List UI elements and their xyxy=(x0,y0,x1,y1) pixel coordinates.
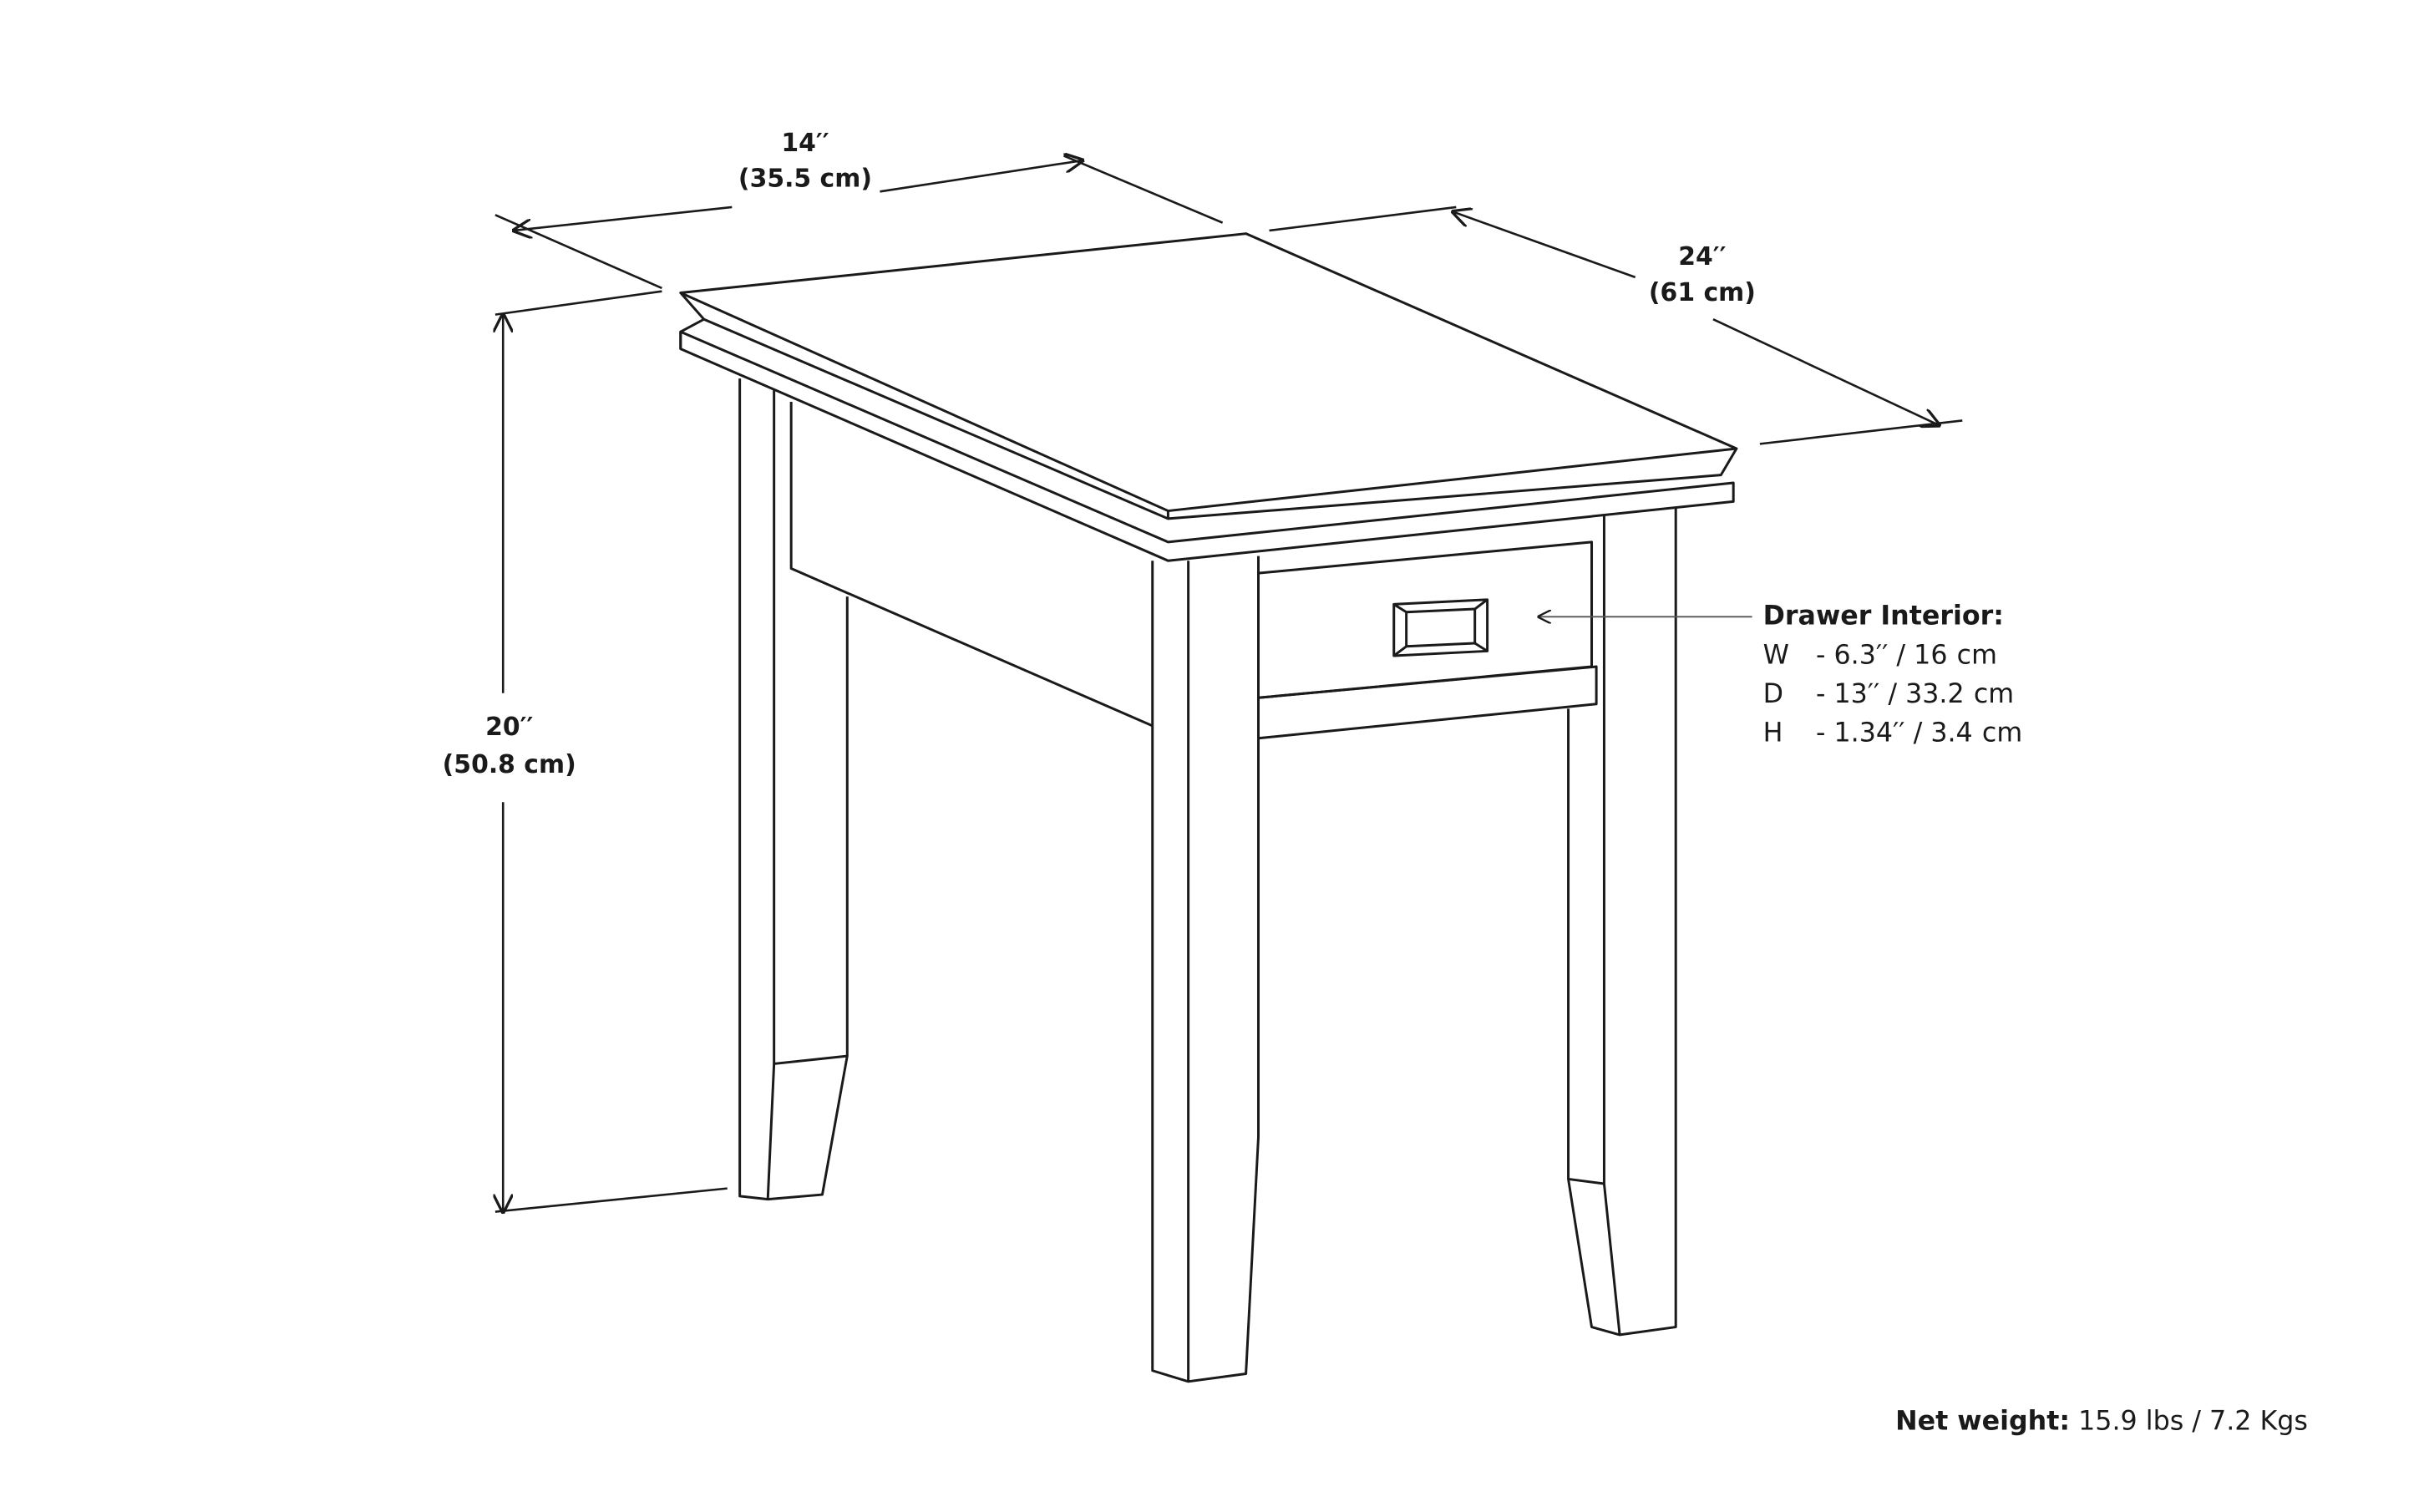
height-cm: (50.8 cm) xyxy=(442,748,576,779)
net-weight: Net weight: 15.9 lbs / 7.2 Kgs xyxy=(1895,1406,2308,1438)
front-left-leg xyxy=(1151,556,1260,1383)
table-top xyxy=(679,232,1738,562)
drawer-w-unit: cm xyxy=(1956,640,1998,672)
drawer-h-label: H xyxy=(1762,718,1783,749)
drawer-h-value: - 1.34′′ / 3.4 xyxy=(1816,718,1973,749)
back-left-leg xyxy=(738,378,849,1201)
drawer-w-value: - 6.3′′ / 16 xyxy=(1816,640,1948,672)
net-weight-value: 15.9 lbs / 7.2 Kgs xyxy=(2078,1406,2308,1438)
depth-inches: 24′′ xyxy=(1678,241,1727,271)
drawer-interior-title: Drawer Interior: xyxy=(1762,601,2004,632)
drawer-d-value: - 13′′ / 33.2 xyxy=(1816,678,1965,711)
drawer-front xyxy=(1257,540,1598,740)
drawer-w-row: W - 6.3′′ / 16 cm xyxy=(1762,640,1998,672)
drawer-d-unit: cm xyxy=(1973,678,2015,711)
net-weight-label: Net weight: xyxy=(1895,1406,2071,1438)
width-cm: (35.5 cm) xyxy=(738,163,872,194)
depth-cm: (61 cm) xyxy=(1648,277,1756,307)
drawer-w-label: W xyxy=(1762,640,1789,672)
height-dimension-line xyxy=(495,290,728,1212)
drawer-d-row: D - 13′′ / 33.2 cm xyxy=(1763,682,2015,709)
side-apron xyxy=(789,402,1154,728)
width-inches: 14′′ xyxy=(781,127,829,158)
width-dimension-line xyxy=(494,155,1224,290)
front-right-leg xyxy=(1567,507,1677,1337)
height-inches: 20′′ xyxy=(485,712,534,742)
drawer-h-unit: cm xyxy=(1981,718,2023,749)
drawer-h-row: H - 1.34′′ / 3.4 cm xyxy=(1762,718,2023,749)
depth-dimension-line xyxy=(1269,205,1963,445)
drawer-d-label: D xyxy=(1762,678,1784,711)
